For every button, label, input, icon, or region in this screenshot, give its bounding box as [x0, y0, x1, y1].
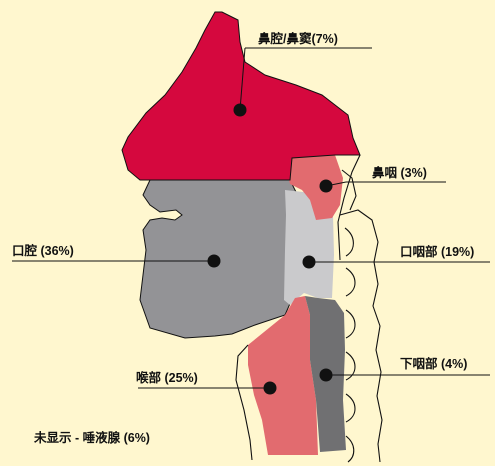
larynx-label: 喉部 (25%)	[136, 371, 198, 385]
larynx-marker-dot	[263, 381, 277, 395]
nasal-marker-dot	[233, 103, 247, 117]
hypopharynx-label: 下咽部 (4%)	[400, 357, 468, 371]
oropharynx-marker-dot	[302, 255, 316, 269]
nasopharynx-marker-dot	[319, 179, 333, 193]
oral-marker-dot	[207, 254, 221, 268]
hypopharynx-marker-dot	[319, 368, 333, 382]
nasopharynx-label: 鼻咽 (3%)	[372, 166, 427, 180]
marker-dots	[207, 103, 333, 395]
larynx-region	[248, 296, 318, 455]
nasal-cavity-label: 鼻腔/鼻窦(7%)	[258, 32, 338, 46]
nasopharynx-region	[286, 155, 343, 220]
footnote-salivary-glands: 未显示 - 唾液腺 (6%)	[34, 431, 150, 445]
oropharynx-label: 口咽部 (19%)	[400, 245, 475, 259]
outline-strokes	[235, 154, 383, 463]
oral-cavity-label: 口腔 (36%)	[12, 244, 74, 258]
